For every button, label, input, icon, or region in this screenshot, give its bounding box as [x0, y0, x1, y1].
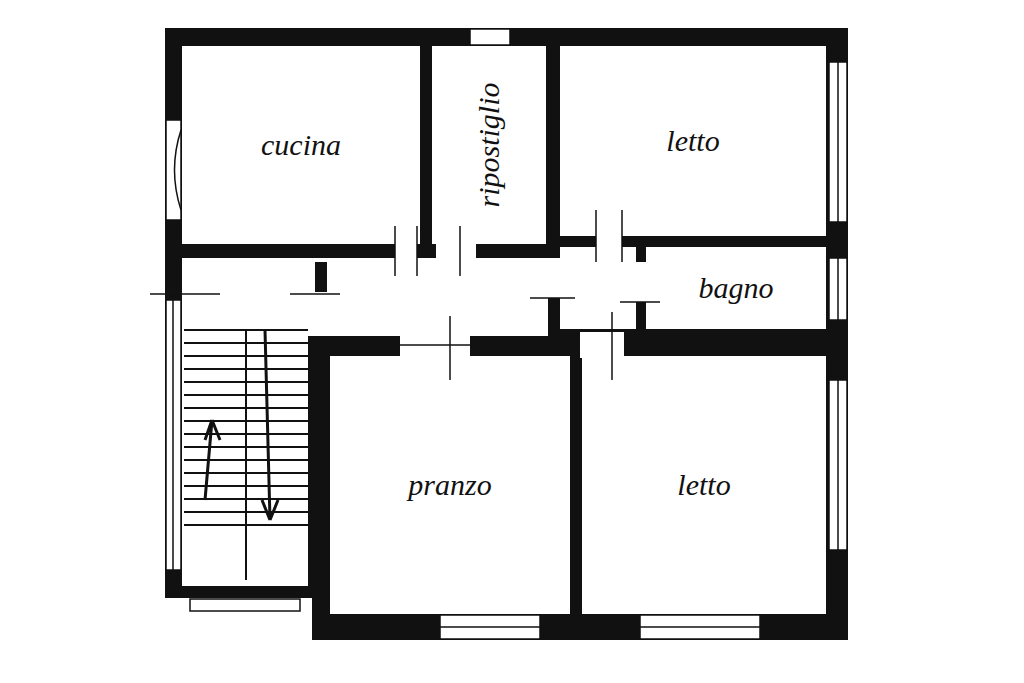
room-label: letto [666, 126, 719, 156]
room-label: cucina [261, 130, 341, 160]
staircase [184, 330, 308, 580]
storage-room: ripostiglio [432, 46, 546, 244]
door-marks [150, 210, 660, 380]
room-interiors [182, 46, 826, 614]
outer-walls [165, 28, 848, 640]
kitchen-room: cucina [182, 46, 420, 244]
room-label: ripostiglio [474, 82, 504, 207]
wall-post [315, 262, 327, 292]
dining-room: pranzo [330, 356, 570, 614]
bedroom-room: letto [560, 46, 826, 236]
room-label: bagno [699, 273, 774, 303]
bedroom-room: letto [582, 356, 826, 614]
room-label: pranzo [408, 470, 491, 500]
windows [166, 29, 847, 639]
room-label: letto [677, 470, 730, 500]
bathroom-room: bagno [646, 247, 826, 329]
door-openings [182, 232, 648, 358]
